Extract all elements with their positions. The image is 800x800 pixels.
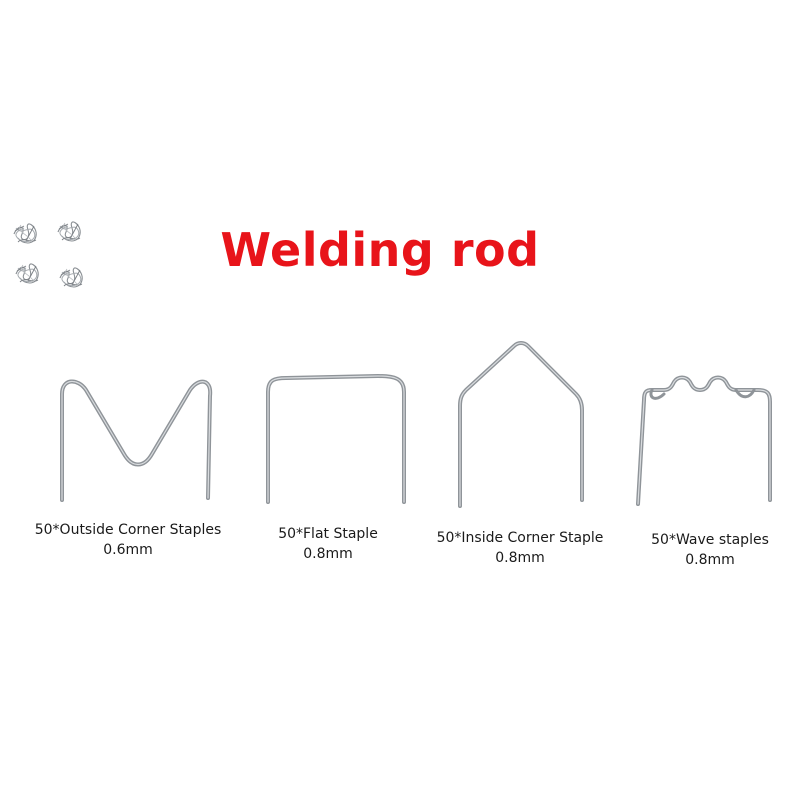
wave-staple-size: 0.8mm bbox=[685, 552, 735, 568]
page-title: Welding rod bbox=[220, 223, 540, 277]
wave-staple-label: 50*Wave staples bbox=[651, 532, 769, 548]
outside-corner-staple-size: 0.6mm bbox=[103, 542, 153, 558]
wave-staple-caption: 50*Wave staples 0.8mm bbox=[630, 530, 790, 570]
flat-staple-label: 50*Flat Staple bbox=[278, 526, 378, 542]
outside-corner-staple-label: 50*Outside Corner Staples bbox=[34, 522, 222, 538]
flat-staple-caption: 50*Flat Staple 0.8mm bbox=[248, 524, 408, 564]
flat-staple-icon bbox=[258, 370, 418, 506]
inside-corner-staple-caption: 50*Inside Corner Staple 0.8mm bbox=[420, 528, 620, 568]
wire-staple-bundles-icon bbox=[10, 218, 94, 302]
inside-corner-staple-label: 50*Inside Corner Staple bbox=[436, 530, 604, 546]
flat-staple-size: 0.8mm bbox=[303, 546, 353, 562]
inside-corner-staple-size: 0.8mm bbox=[495, 550, 545, 566]
inside-corner-staple-icon bbox=[452, 336, 612, 512]
wave-staple-icon bbox=[630, 372, 780, 512]
outside-corner-staple-icon bbox=[52, 372, 222, 506]
outside-corner-staple-caption: 50*Outside Corner Staples 0.6mm bbox=[18, 520, 238, 560]
